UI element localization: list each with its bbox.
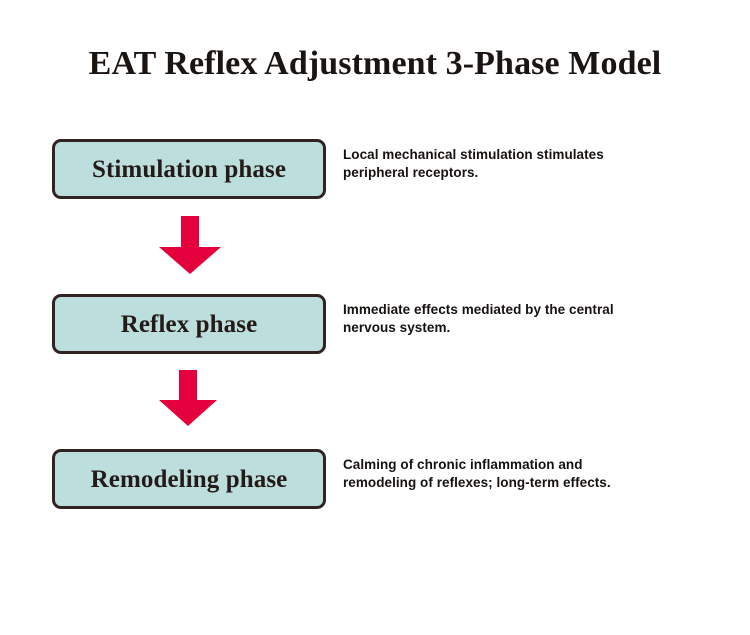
phase-box-label: Stimulation phase bbox=[91, 155, 287, 183]
phase-row: Remodeling phase Calming of chronic infl… bbox=[0, 449, 750, 511]
phase-row: Reflex phase Immediate effects mediated … bbox=[0, 294, 750, 356]
phase-description-remodeling: Calming of chronic inflammation and remo… bbox=[343, 456, 713, 492]
phase-description-reflex: Immediate effects mediated by the centra… bbox=[343, 301, 713, 337]
phase-description-stimulation: Local mechanical stimulation stimulates … bbox=[343, 146, 713, 182]
page-title: EAT Reflex Adjustment 3-Phase Model bbox=[88, 45, 662, 82]
phase-description-line: Calming of chronic inflammation and bbox=[343, 457, 583, 472]
phase-description-line: nervous system. bbox=[343, 320, 451, 335]
phase-box-label: Reflex phase bbox=[120, 310, 258, 338]
down-arrow-icon bbox=[159, 216, 221, 274]
phase-box-reflex[interactable]: Reflex phase bbox=[52, 294, 326, 354]
phase-description-line: Immediate effects mediated by the centra… bbox=[343, 302, 614, 317]
phase-box-remodeling[interactable]: Remodeling phase bbox=[52, 449, 326, 509]
phase-description-line: Local mechanical stimulation stimulates bbox=[343, 147, 604, 162]
phase-box-stimulation[interactable]: Stimulation phase bbox=[52, 139, 326, 199]
phase-row: Stimulation phase Local mechanical stimu… bbox=[0, 139, 750, 201]
phase-box-label: Remodeling phase bbox=[90, 465, 288, 493]
down-arrow-icon bbox=[159, 370, 217, 426]
phase-description-line: remodeling of reflexes; long-term effect… bbox=[343, 475, 611, 490]
phase-description-line: peripheral receptors. bbox=[343, 165, 479, 180]
